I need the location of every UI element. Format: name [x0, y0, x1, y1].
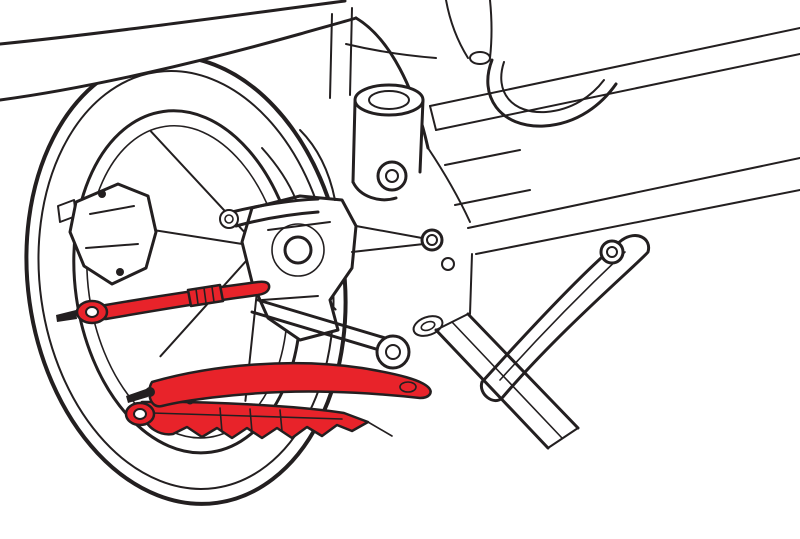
- upper-arm: [230, 197, 320, 214]
- frame-hook: [486, 58, 618, 128]
- toe-arm-highlighted: [56, 280, 271, 325]
- mount-bolt: [420, 228, 444, 252]
- caliper-bolt: [116, 268, 124, 276]
- hub-center: [283, 235, 313, 265]
- bushing-ring: [375, 334, 411, 370]
- suspension-knuckle: [219, 129, 455, 354]
- subframe-rails: [429, 0, 800, 315]
- arm-stud: [56, 310, 77, 322]
- trailing-arm-bolt: [599, 239, 625, 265]
- strut-assembly: [329, 7, 425, 202]
- camber-arm-highlighted: [126, 361, 432, 408]
- adjustable-lower-arm-highlighted: [124, 393, 393, 440]
- strut-eye: [376, 160, 408, 192]
- arm-stud: [126, 389, 148, 403]
- vehicle-body-panel: [0, 0, 471, 223]
- arm-bolt: [145, 387, 155, 397]
- caliper-bolt: [98, 190, 106, 198]
- brake-caliper: [57, 182, 158, 286]
- lower-frame-member: [434, 312, 580, 450]
- trailing-arm: [479, 234, 651, 403]
